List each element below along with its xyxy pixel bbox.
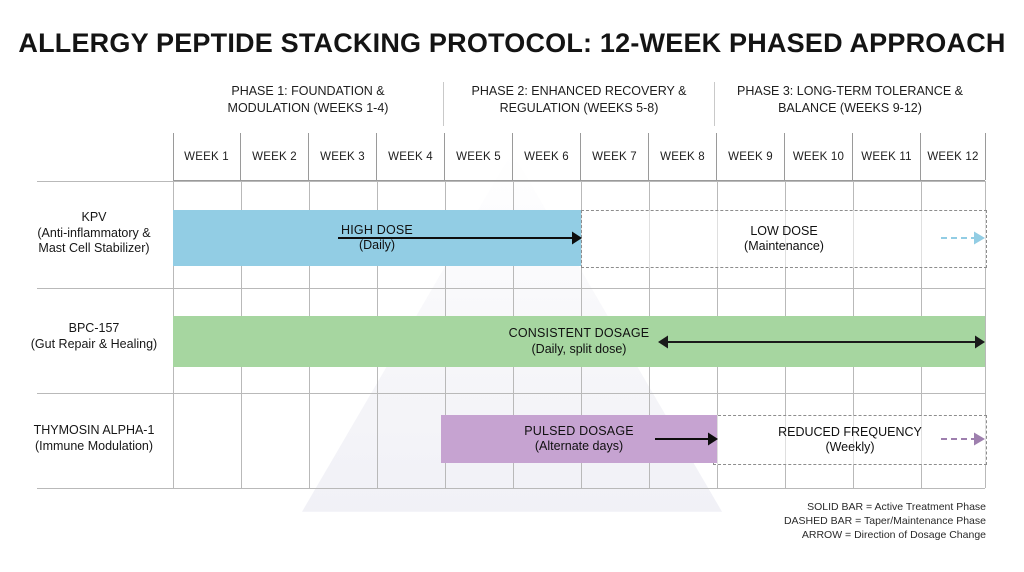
grid-hline-4 (37, 488, 985, 489)
bar-thymosin-reduced-label: REDUCED FREQUENCY (Weekly) (778, 424, 922, 455)
grid-hline-2 (37, 288, 985, 289)
arrow-kpv-increase-icon (338, 231, 582, 245)
bar-kpv-taper-label: LOW DOSE (Maintenance) (744, 223, 824, 254)
phase-header-1-line2: MODULATION (WEEKS 1-4) (227, 101, 389, 115)
week-header-cell-1: WEEK 1 (173, 133, 241, 180)
week-header-cell-6: WEEK 6 (513, 133, 581, 180)
bar-kpv-high-dose[interactable]: HIGH DOSE (Daily) (173, 210, 581, 266)
row-label-kpv-sub1: (Anti-inflammatory & (37, 225, 151, 240)
bar-bpc157-consistent-label: CONSISTENT DOSAGE (Daily, split dose) (508, 326, 650, 356)
row-label-thymosin-name: THYMOSIN ALPHA-1 (33, 423, 155, 437)
grid-hline-1 (37, 181, 985, 182)
week-header-cell-9: WEEK 9 (717, 133, 785, 180)
arrow-kpv-taper-icon (941, 231, 985, 245)
row-label-bpc157-sub1: (Gut Repair & Healing) (30, 336, 158, 351)
bar-thymosin-pulsed-label: PULSED DOSAGE (Alternate days) (524, 423, 634, 454)
week-header-bottom-border (173, 180, 985, 181)
page-title: ALLERGY PEPTIDE STACKING PROTOCOL: 12-WE… (18, 28, 1006, 58)
week-header-cell-8: WEEK 8 (649, 133, 717, 180)
week-header-cell-12: WEEK 12 (921, 133, 986, 180)
row-label-bpc157-name: BPC-157 (68, 321, 120, 335)
phase-header-2-line1: PHASE 2: ENHANCED RECOVERY & (471, 84, 687, 98)
week-header-cell-7: WEEK 7 (581, 133, 649, 180)
phase-header-3-line2: BALANCE (WEEKS 9-12) (778, 101, 922, 115)
phase-header-3: PHASE 3: LONG-TERM TOLERANCE & BALANCE (… (715, 83, 985, 117)
legend-item-solid-bar: SOLID BAR = Active Treatment Phase (807, 501, 986, 513)
week-header-left-border (173, 133, 174, 180)
row-label-thymosin: THYMOSIN ALPHA-1 (Immune Modulation) (18, 423, 170, 454)
phase-separator-1 (443, 82, 444, 126)
phase-separator-2 (714, 82, 715, 126)
week-header-cell-3: WEEK 3 (309, 133, 377, 180)
arrow-thymosin-increase-icon (655, 432, 718, 446)
bar-kpv-high-dose-label: HIGH DOSE (Daily) (341, 222, 413, 253)
week-header-cell-11: WEEK 11 (853, 133, 921, 180)
week-header-cell-4: WEEK 4 (377, 133, 445, 180)
phase-header-1: PHASE 1: FOUNDATION & MODULATION (WEEKS … (173, 83, 443, 117)
phase-header-2: PHASE 2: ENHANCED RECOVERY & REGULATION … (444, 83, 714, 117)
arrow-thymosin-taper-icon (941, 432, 985, 446)
phase-header-2-line2: REGULATION (WEEKS 5-8) (499, 101, 659, 115)
row-label-bpc157: BPC-157 (Gut Repair & Healing) (18, 321, 170, 352)
week-header-cell-10: WEEK 10 (785, 133, 853, 180)
row-label-thymosin-sub1: (Immune Modulation) (34, 438, 154, 453)
row-label-kpv: KPV (Anti-inflammatory & Mast Cell Stabi… (18, 210, 170, 257)
phase-header-1-line1: PHASE 1: FOUNDATION & (231, 84, 385, 98)
legend-item-dashed-bar: DASHED BAR = Taper/Maintenance Phase (783, 515, 986, 527)
week-header-cell-5: WEEK 5 (445, 133, 513, 180)
bar-kpv-taper[interactable]: LOW DOSE (Maintenance) (581, 210, 987, 268)
grid-hline-3 (37, 393, 985, 394)
arrow-bpc157-bidirectional-icon (658, 335, 985, 349)
legend: SOLID BAR = Active Treatment Phase DASHE… (784, 500, 986, 542)
grid-vline-12 (985, 181, 986, 488)
row-label-kpv-name: KPV (81, 210, 107, 224)
week-header-cell-2: WEEK 2 (241, 133, 309, 180)
row-label-kpv-sub2: Mast Cell Stabilizer) (38, 241, 150, 255)
phase-header-3-line1: PHASE 3: LONG-TERM TOLERANCE & (737, 84, 963, 98)
legend-item-arrow: ARROW = Direction of Dosage Change (801, 529, 986, 541)
